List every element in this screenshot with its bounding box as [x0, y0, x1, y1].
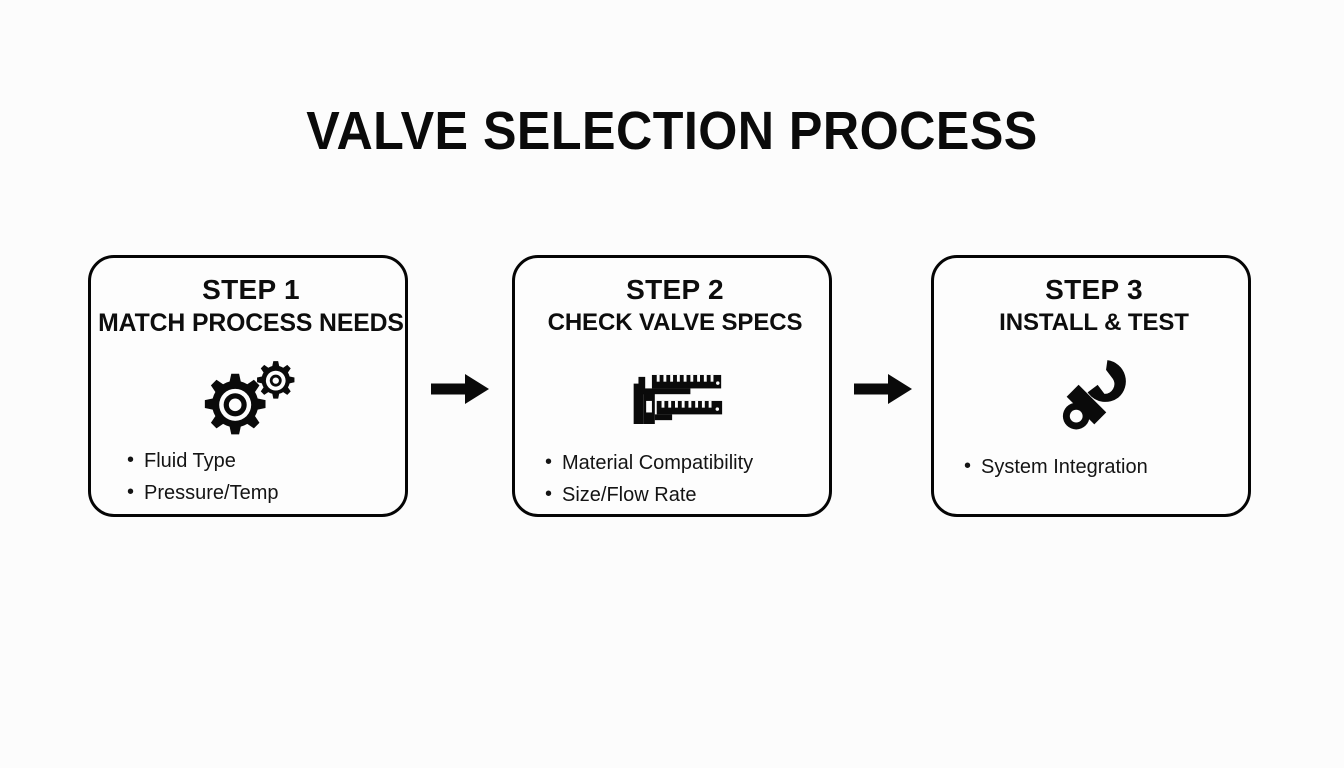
arrow-right-icon: [431, 374, 489, 404]
gears-icon: [91, 354, 411, 440]
arrow-right-icon: [854, 374, 912, 404]
list-item: System Integration: [964, 451, 1256, 484]
step-card-3-bullets: System Integration: [964, 451, 1256, 484]
step-card-3[interactable]: STEP 3 INSTALL & TEST System Integration: [931, 255, 1251, 517]
caliper-icon: [515, 356, 835, 442]
process-flow: STEP 1 MATCH PROCESS NEEDS: [0, 255, 1344, 517]
page-title: VALVE SELECTION PROCESS: [306, 101, 1038, 161]
step-card-1-heading: MATCH PROCESS NEEDS: [98, 309, 404, 337]
step-card-3-heading: INSTALL & TEST: [999, 309, 1189, 336]
step-card-2[interactable]: STEP 2 CHECK VALVE SPECS: [512, 255, 832, 517]
list-item: Size/Flow Rate: [545, 479, 835, 512]
step-card-1-step-label: STEP 1: [202, 274, 300, 305]
list-item: Pressure/Temp: [127, 477, 405, 510]
step-card-2-heading: CHECK VALVE SPECS: [547, 309, 803, 336]
step-card-3-step-label: STEP 3: [1045, 274, 1143, 305]
wrench-icon: [934, 350, 1254, 436]
step-card-2-bullets: Material Compatibility Size/Flow Rate: [545, 447, 835, 512]
step-card-2-step-label: STEP 2: [626, 274, 724, 305]
step-card-1[interactable]: STEP 1 MATCH PROCESS NEEDS: [88, 255, 408, 517]
list-item: Fluid Type: [127, 445, 405, 478]
list-item: Material Compatibility: [545, 447, 835, 480]
step-card-1-bullets: Fluid Type Pressure/Temp: [127, 445, 405, 510]
